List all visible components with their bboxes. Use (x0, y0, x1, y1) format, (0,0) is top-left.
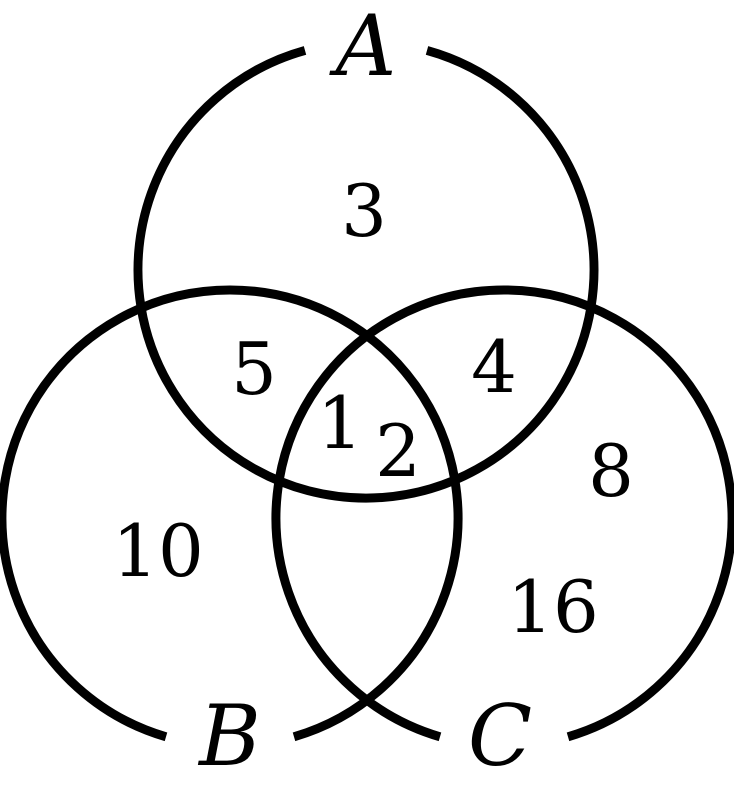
region-abc-second: 2 (375, 409, 421, 493)
region-abc-first: 1 (317, 381, 363, 465)
circle-c (271, 285, 734, 742)
region-b-only: 10 (112, 509, 204, 593)
region-c-only-upper: 8 (588, 429, 634, 513)
set-label-b: B (197, 687, 261, 785)
region-a-and-b: 5 (231, 327, 277, 411)
region-a-only: 3 (341, 169, 387, 253)
circle-b (0, 285, 463, 742)
set-label-a: A (329, 0, 397, 95)
region-c-only-lower: 16 (507, 565, 599, 649)
region-a-and-c: 4 (471, 325, 517, 409)
set-label-c: C (468, 687, 532, 785)
circle-a (133, 46, 599, 503)
